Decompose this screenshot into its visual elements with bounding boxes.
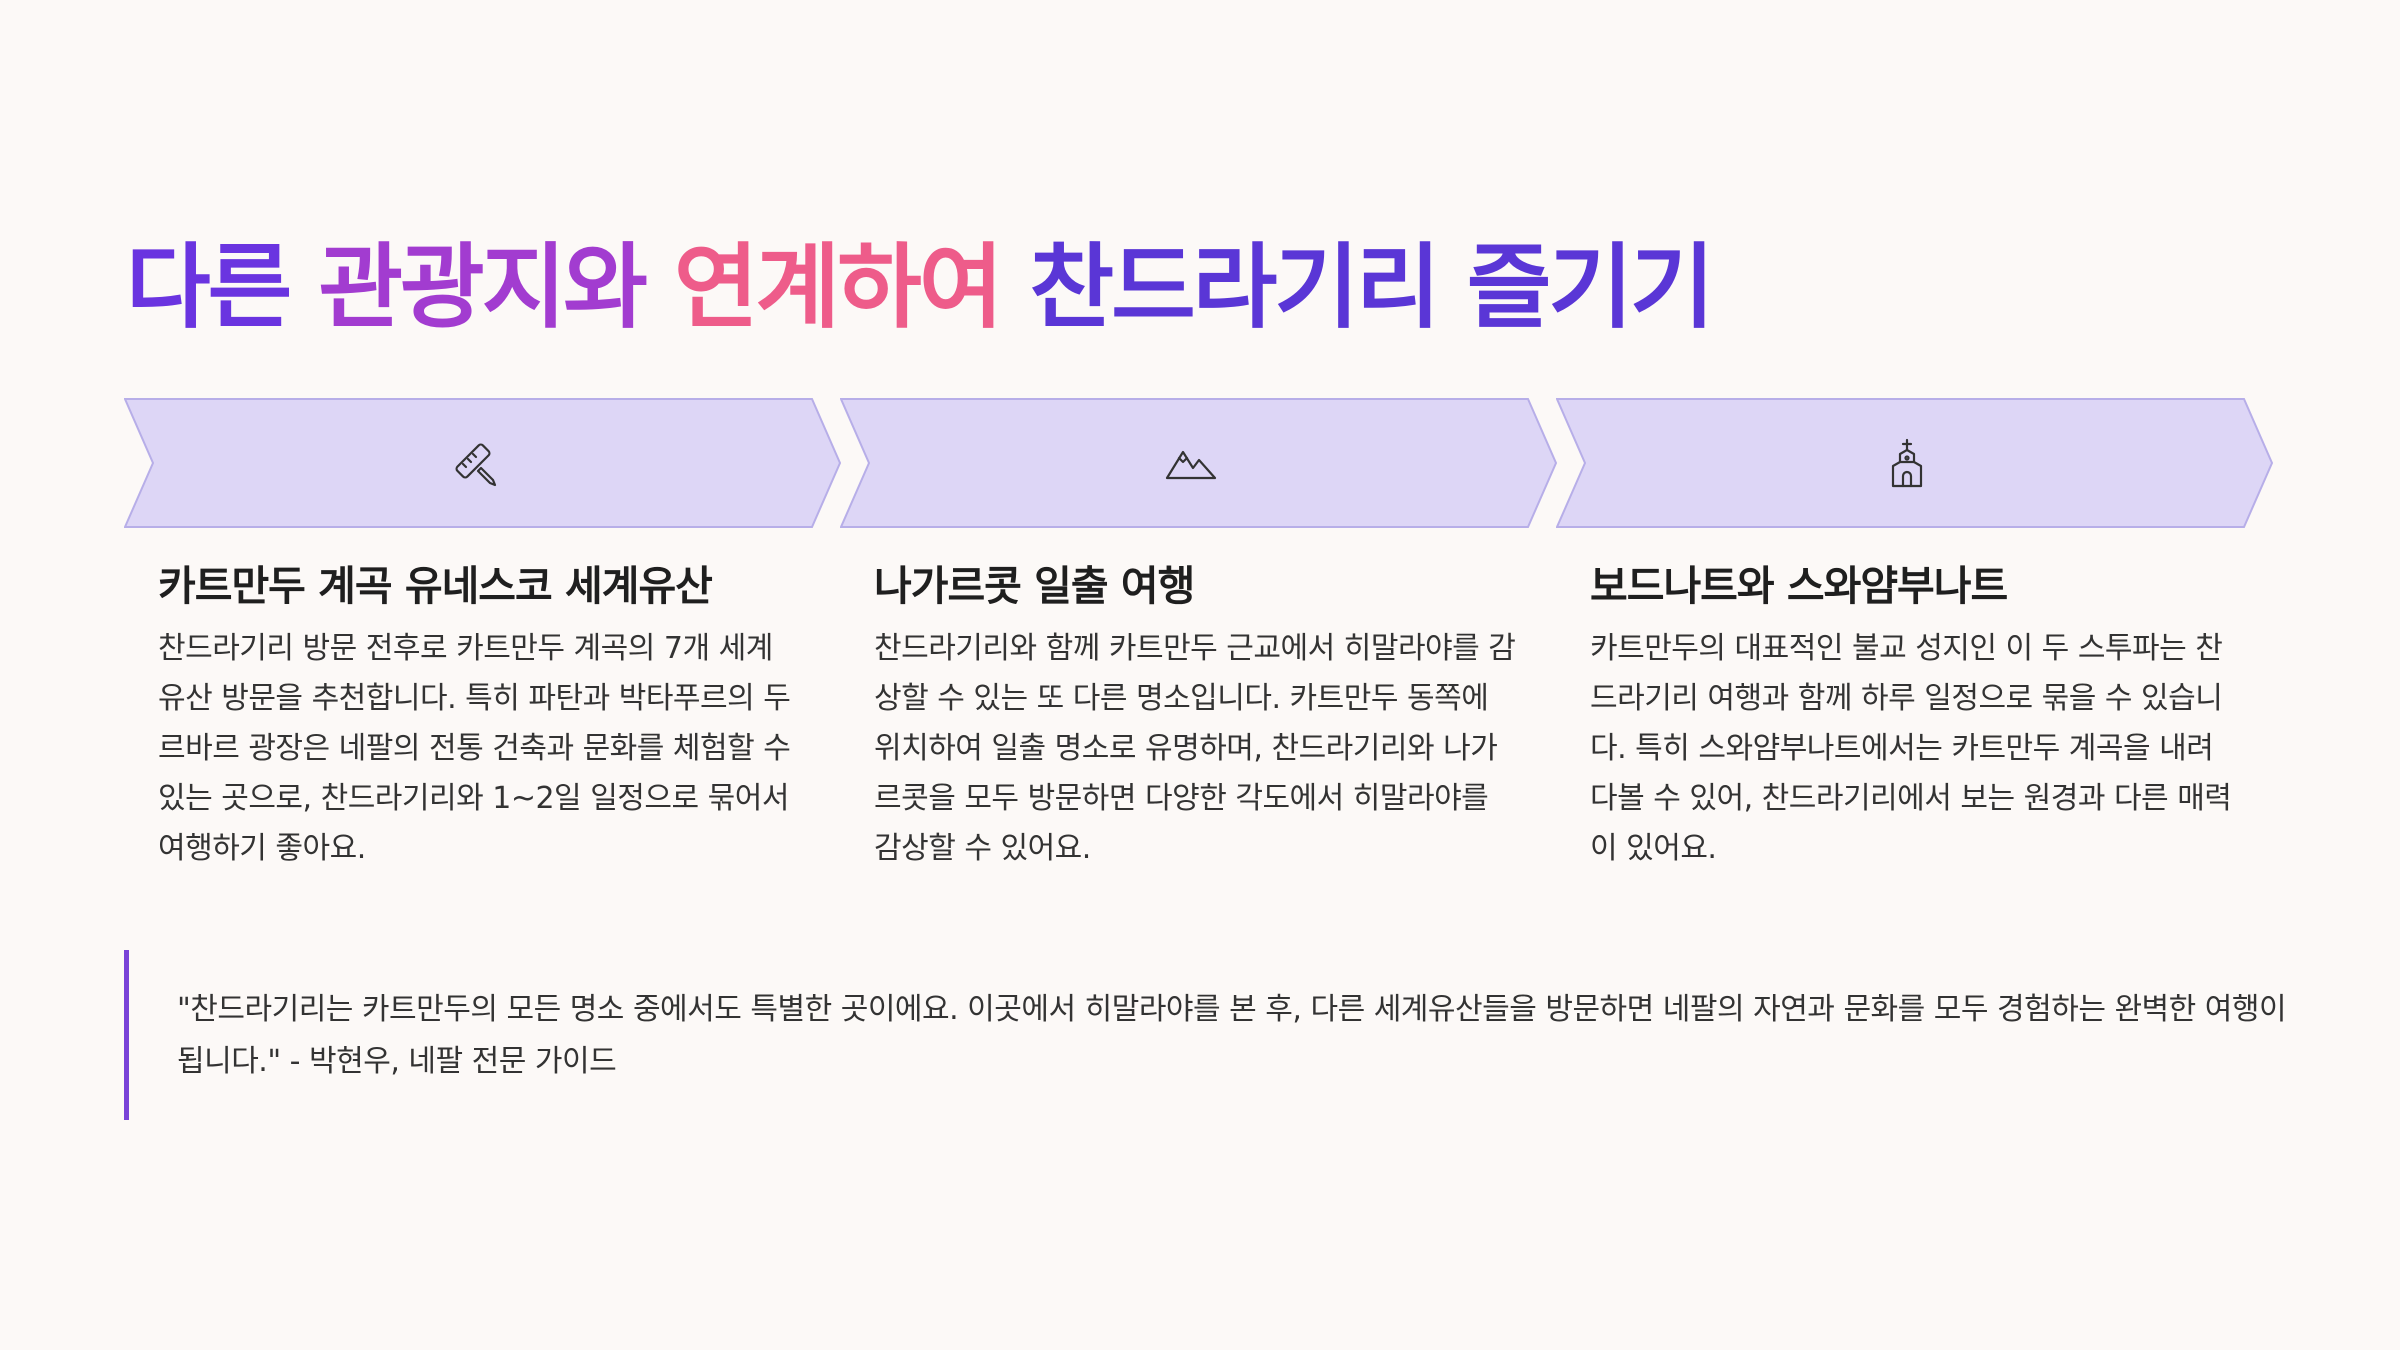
section-body: 찬드라기리 방문 전후로 카트만두 계곡의 7개 세계 유산 방문을 추천합니다…	[158, 631, 791, 866]
section-3: 보드나트와 스와얌부나트 카트만두의 대표적인 불교 성지인 이 두 스투파는 …	[1590, 556, 2240, 874]
section-heading: 나가르콧 일출 여행	[874, 562, 1195, 610]
testimonial-quote: "찬드라기리는 카트만두의 모든 명소 중에서도 특별한 곳이에요. 이곳에서 …	[124, 950, 2287, 1120]
title-part-1: 다른	[126, 234, 319, 341]
quote-text: "찬드라기리는 카트만두의 모든 명소 중에서도 특별한 곳이에요. 이곳에서 …	[177, 992, 2287, 1079]
chevron-shape	[840, 398, 1558, 528]
church-icon	[1891, 438, 1923, 488]
step-chevrons	[124, 398, 2276, 528]
title-part-3: 연계하여	[673, 234, 1030, 341]
chevron-step-1	[124, 398, 842, 528]
mountain-icon	[1165, 450, 1217, 480]
section-heading: 보드나트와 스와얌부나트	[1590, 562, 2008, 610]
section-1: 카트만두 계곡 유네스코 세계유산 찬드라기리 방문 전후로 카트만두 계곡의 …	[158, 556, 808, 874]
section-2: 나가르콧 일출 여행 찬드라기리와 함께 카트만두 근교에서 히말라야를 감상할…	[874, 556, 1524, 874]
ruler-pencil-icon	[455, 443, 497, 487]
section-heading: 카트만두 계곡 유네스코 세계유산	[158, 562, 713, 610]
title-part-2: 관광지와	[318, 234, 674, 341]
chevron-step-2	[840, 398, 1558, 528]
section-body: 찬드라기리와 함께 카트만두 근교에서 히말라야를 감상할 수 있는 또 다른 …	[874, 631, 1516, 866]
chevron-step-3	[1556, 398, 2274, 528]
page-title: 다른 관광지와 연계하여 찬드라기리 즐기기	[126, 228, 1715, 348]
section-body: 카트만두의 대표적인 불교 성지인 이 두 스투파는 찬드라기리 여행과 함께 …	[1590, 631, 2232, 866]
title-part-4: 찬드라기리 즐기기	[1029, 234, 1715, 341]
chevron-shape	[124, 398, 842, 528]
